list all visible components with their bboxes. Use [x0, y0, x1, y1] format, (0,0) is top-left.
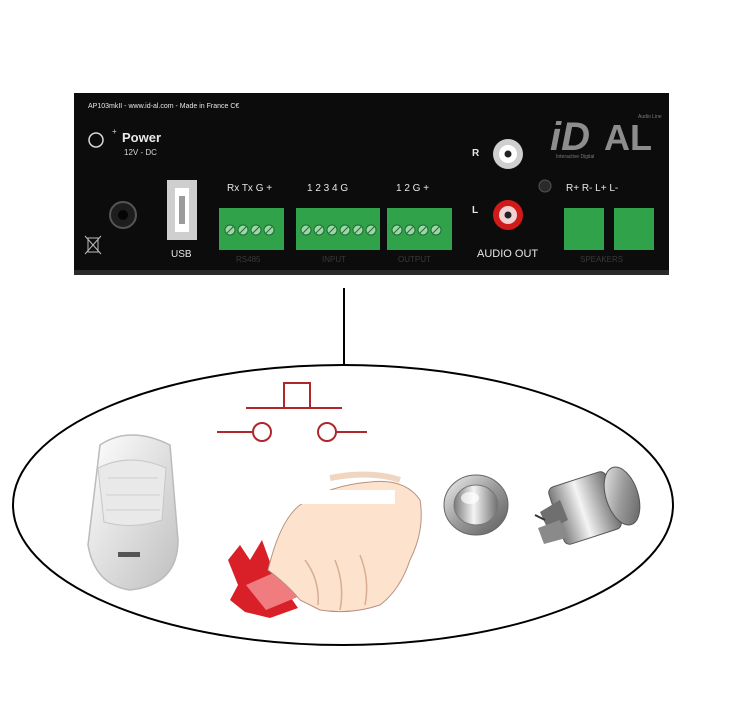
- output-screw-slot: [393, 226, 401, 234]
- speaker-left-terminal: [614, 208, 654, 250]
- pir-motion-sensor-icon: [87, 434, 179, 591]
- rs485-screw-slot: [252, 226, 260, 234]
- rca-r-hole: [504, 150, 512, 158]
- metal-push-button-icon: [443, 474, 509, 536]
- input-screw-slot: [341, 226, 349, 234]
- ground-screw: [538, 179, 552, 193]
- power-indicator: + Power 12V - DC: [88, 127, 161, 157]
- panel-header-text: AP103mkII - www.id-al.com - Made in Fran…: [88, 103, 239, 110]
- usb-port: [167, 180, 197, 240]
- rs485-screw-slot: [239, 226, 247, 234]
- pir-brand-mark: [118, 552, 140, 557]
- metal-push-button-side-icon: [534, 466, 641, 545]
- rs485-pins-label: Rx Tx G +: [227, 183, 272, 194]
- rca-l-label: L: [472, 205, 478, 216]
- input-pins-label: 1 2 3 4 G: [307, 183, 348, 194]
- usb-tongue: [179, 196, 185, 224]
- input-screw-slot: [367, 226, 375, 234]
- brand-small: Audio Line: [638, 114, 662, 120]
- brand-tagline: Interactive Digital: [556, 154, 594, 160]
- rs485-screw-slot: [226, 226, 234, 234]
- brand-letters: iD: [550, 115, 590, 159]
- power-label: Power: [122, 130, 161, 145]
- weee-bin-icon: [84, 235, 102, 255]
- input-screw-slot: [302, 226, 310, 234]
- power-symbol-icon: [88, 132, 104, 148]
- panel-bottom-edge: [74, 270, 669, 275]
- audio-out-label: AUDIO OUT: [477, 248, 538, 260]
- output-screw-slot: [419, 226, 427, 234]
- push-button-switch-symbol: [217, 382, 367, 442]
- rca-r-label: R: [472, 148, 480, 159]
- output-label: OUTPUT: [398, 255, 431, 264]
- rs485-label: RS485: [236, 255, 261, 264]
- speakers-label: SPEAKERS: [580, 255, 623, 264]
- brand-logo: iD AL Interactive Digital Audio Line: [550, 114, 662, 160]
- brand-suffix: AL: [604, 117, 652, 158]
- rca-l-hole: [504, 211, 512, 219]
- speakers-pins-label: R+ R- L+ L-: [566, 183, 618, 194]
- power-spec: 12V - DC: [124, 148, 157, 157]
- input-screw-slot: [315, 226, 323, 234]
- input-screw-slot: [328, 226, 336, 234]
- rs485-screw-slot: [265, 226, 273, 234]
- device-rear-panel: AP103mkII - www.id-al.com - Made in Fran…: [74, 93, 669, 275]
- input-screw-slot: [354, 226, 362, 234]
- power-plus-sign: +: [112, 127, 117, 136]
- usb-label: USB: [171, 249, 192, 260]
- output-pins-label: 1 2 G +: [396, 183, 429, 194]
- input-label: INPUT: [322, 255, 346, 264]
- output-screw-slot: [432, 226, 440, 234]
- output-screw-slot: [406, 226, 414, 234]
- speaker-right-terminal: [564, 208, 604, 250]
- dc-jack-hole: [118, 210, 128, 220]
- finger-pressing-button-icon: [228, 471, 422, 618]
